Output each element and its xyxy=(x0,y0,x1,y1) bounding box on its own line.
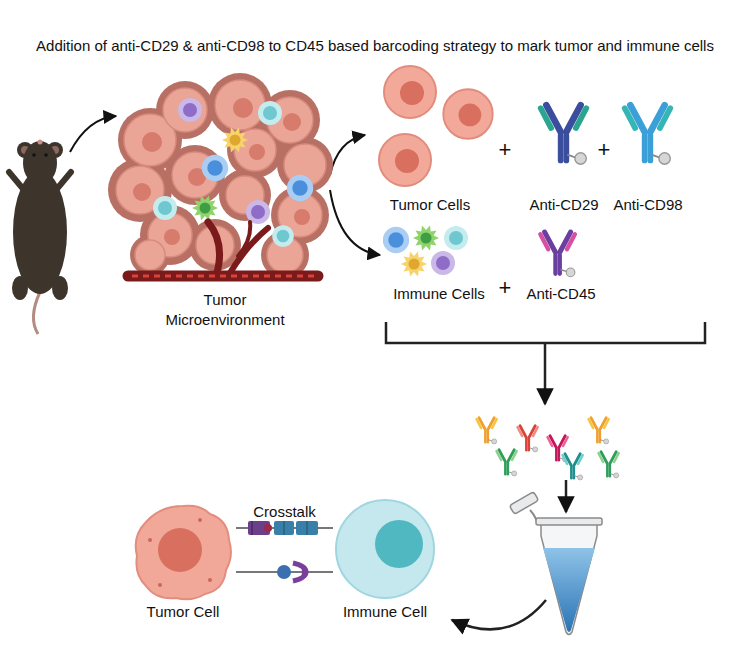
anti-cd29-antibody xyxy=(541,105,587,164)
tumor-cell-illustration xyxy=(136,506,231,600)
illustration-node: Tumor Cells xyxy=(365,65,495,215)
flow-arrow xyxy=(544,343,547,404)
node-label: Immune Cell xyxy=(343,602,427,622)
node-label: Anti-CD98 xyxy=(613,195,682,215)
antibody-cluster xyxy=(477,418,619,480)
plus-sign: + xyxy=(592,136,616,164)
anti-cd98-antibody xyxy=(625,105,671,164)
immune-cells-illustration xyxy=(383,226,468,277)
node-label: Tumor Cell xyxy=(147,602,220,622)
connector xyxy=(330,190,380,255)
diagram-title: Addition of anti-CD29 & anti-CD98 to CD4… xyxy=(30,36,720,56)
node-label: Tumor Cells xyxy=(390,195,470,215)
node-label: Anti-CD45 xyxy=(526,284,595,304)
mouse-illustration xyxy=(9,140,71,335)
immune-cell-illustration xyxy=(336,500,434,598)
plus-sign: + xyxy=(493,136,517,164)
anti-cd45-antibody xyxy=(540,232,575,277)
connector xyxy=(330,135,365,175)
edge-label: Crosstalk xyxy=(250,503,319,521)
illustration-node: Anti-CD98 xyxy=(610,85,686,215)
tumor-cells-illustration xyxy=(379,66,493,186)
illustration-node: Immune Cell xyxy=(333,498,437,622)
tumor-microenvironment-illustration xyxy=(108,73,333,279)
illustration-node: Immune Cells xyxy=(380,222,498,304)
flow-arrow xyxy=(70,116,116,152)
illustration-node: Anti-CD45 xyxy=(522,222,600,304)
bracket xyxy=(386,322,705,343)
node-label: Immune Cells xyxy=(393,284,485,304)
plus-sign: + xyxy=(493,274,517,302)
illustration-node: Tumor Microenvironment xyxy=(120,90,330,330)
receptor-ligand-glyphs xyxy=(248,521,318,583)
illustration-node: Tumor Cell xyxy=(130,498,236,622)
node-label: Tumor Microenvironment xyxy=(150,290,300,330)
flow-arrow xyxy=(565,480,568,512)
flow-arrow xyxy=(452,600,546,629)
illustration-node: Anti-CD29 xyxy=(526,85,602,215)
node-label: Anti-CD29 xyxy=(529,195,598,215)
tube-illustration xyxy=(509,492,602,635)
